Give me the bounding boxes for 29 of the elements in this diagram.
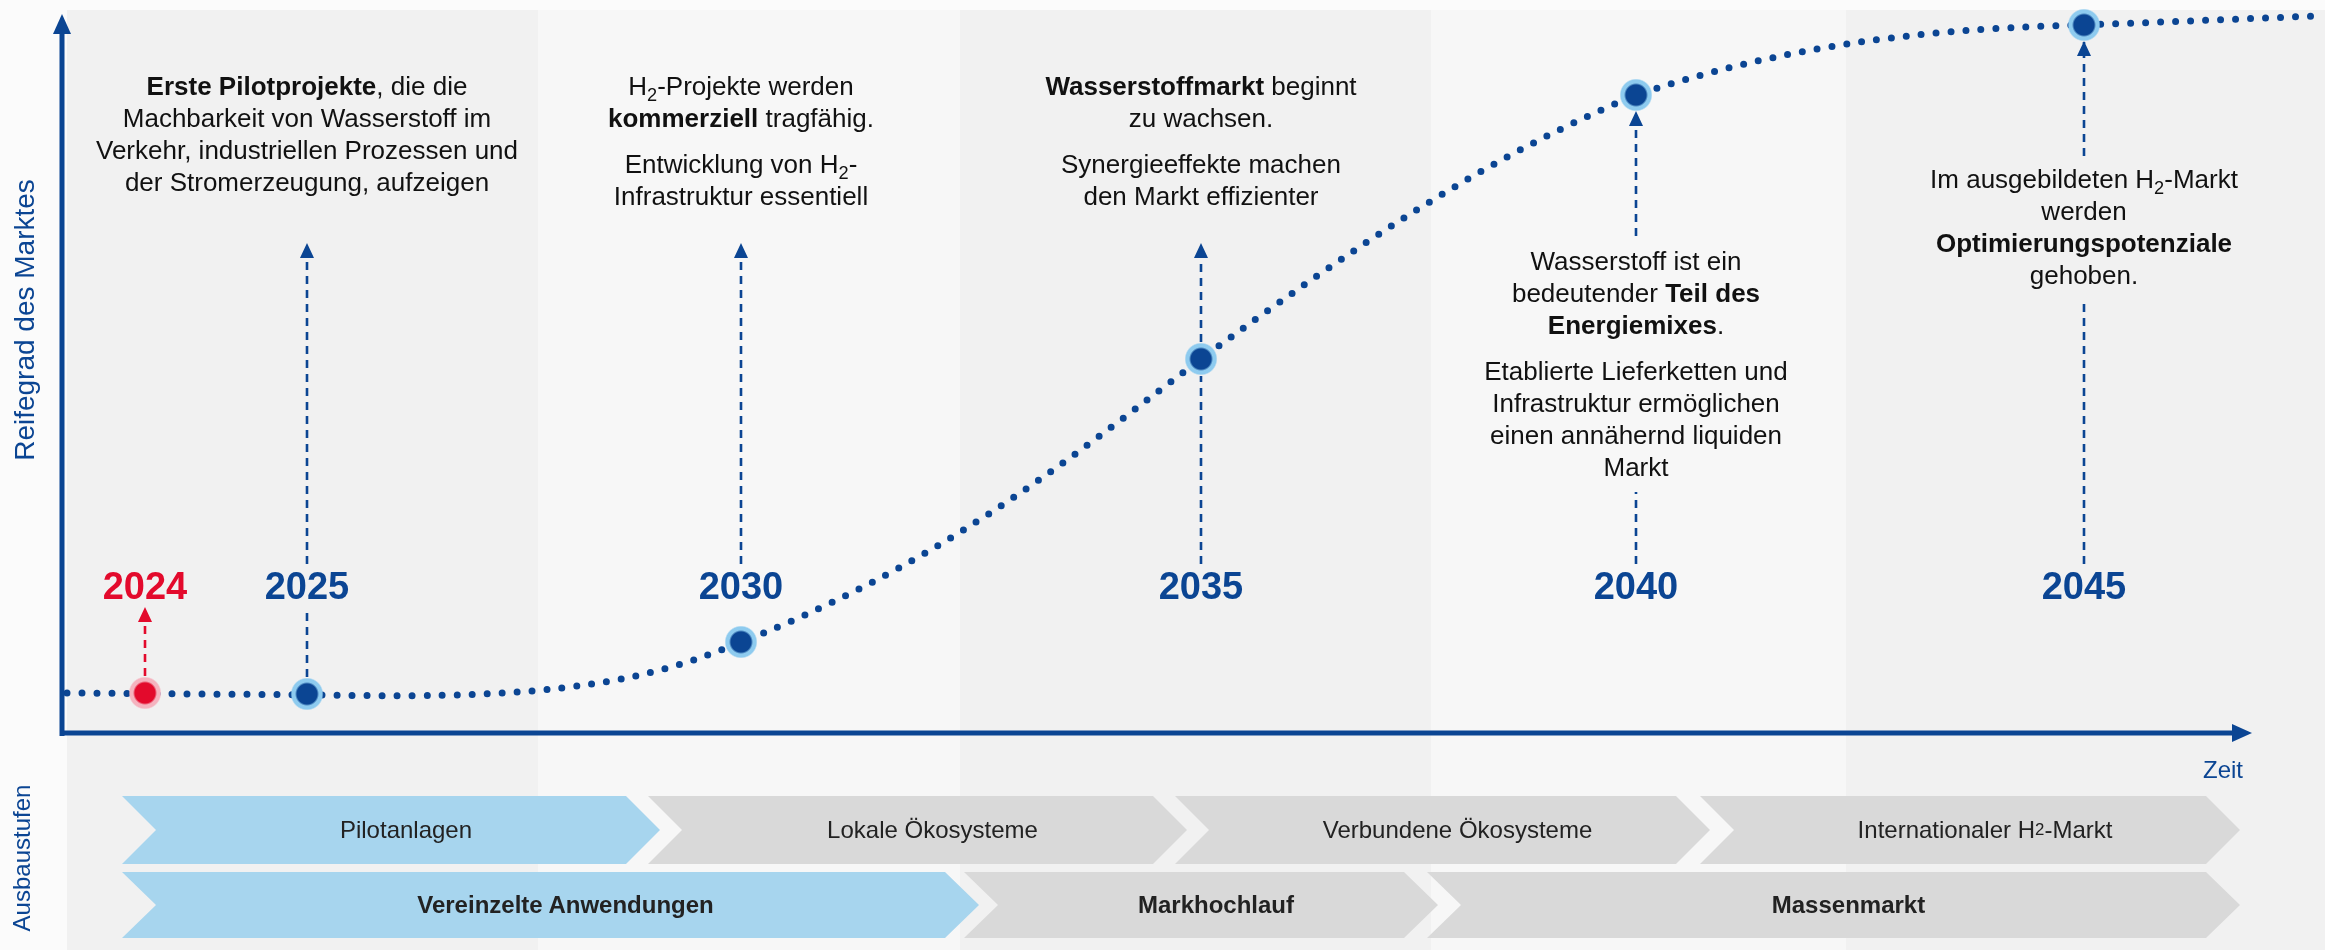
year-label: 2024 — [65, 564, 225, 608]
dashed-arrow — [300, 243, 314, 564]
dashed-arrow — [1194, 243, 1208, 342]
phase-banner: Massenmarkt — [1427, 872, 2240, 938]
milestone-text: Entwicklung von H$_{2}$-Infrastruktur essentiell — [612, 148, 870, 212]
year-label: 2045 — [2004, 564, 2164, 608]
phase-banner: Lokale Ökosysteme — [648, 796, 1187, 864]
axis-title: Reifegrad des Marktes — [9, 179, 41, 461]
phase-banner: Markhochlauf — [964, 872, 1438, 938]
year-label: 2025 — [227, 564, 387, 608]
dashed-arrow — [2077, 41, 2091, 156]
year-label: 2035 — [1121, 564, 1281, 608]
axis-title: Zeit — [2203, 756, 2243, 784]
milestone-text: Erste Pilotprojekte, die die Machbarkeit von Wasserstoff im Verkehr, industriellen Prozessen und der Stromerzeugung, aufzeigen — [95, 70, 519, 198]
dashed-arrow — [138, 607, 152, 676]
dashed-arrow — [1629, 111, 1643, 236]
milestone-text: H$_{2}$-Projekte werden kommerziell tragfähig. — [607, 70, 875, 134]
phase-banner: Pilotanlagen — [122, 796, 660, 864]
milestone-text: Wasserstoffmarkt beginnt zu wachsen. — [1044, 70, 1358, 134]
milestone-text: Im ausgebildeten H$_{2}$-Markt werden Optimierungspotenziale gehoben. — [1929, 163, 2239, 291]
year-label: 2040 — [1556, 564, 1716, 608]
year-label: 2030 — [661, 564, 821, 608]
row-title: Ausbaustufen — [8, 784, 36, 932]
phase-banner: Verbundene Ökosysteme — [1175, 796, 1710, 864]
milestone-text: Etablierte Lieferketten und Infrastruktur ermöglichen einen annähernd liquiden Markt — [1483, 355, 1789, 483]
dashed-arrow — [734, 243, 748, 564]
milestone-text: Wasserstoff ist ein bedeutender Teil des Energiemixes. — [1510, 245, 1762, 341]
phase-banner: Vereinzelte Anwendungen — [122, 872, 979, 938]
milestone-text: Synergieeffekte machen den Markt effizienter — [1060, 148, 1342, 212]
